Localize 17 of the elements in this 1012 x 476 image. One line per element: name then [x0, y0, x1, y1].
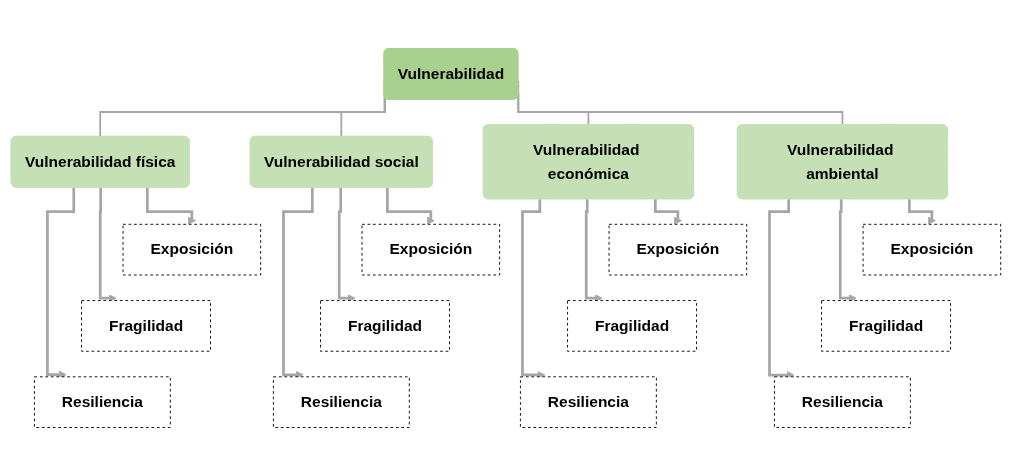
node-box: Resiliencia — [774, 376, 911, 428]
node-box: Fragilidad — [320, 300, 450, 352]
node-box: Exposición — [862, 223, 1002, 276]
node-box: Resiliencia — [519, 376, 657, 428]
node-box: Exposición — [361, 223, 501, 276]
arrow — [653, 199, 682, 225]
node-box: Fragilidad — [81, 300, 211, 352]
arrow — [908, 199, 936, 225]
arrow — [145, 187, 196, 225]
node-box: Resiliencia — [272, 376, 410, 428]
node-box: Exposición — [122, 223, 262, 276]
node-box: Resiliencia — [33, 376, 171, 428]
node-box: Exposición — [608, 223, 748, 276]
node-box: Fragilidad — [821, 300, 951, 352]
arrow — [768, 199, 795, 380]
node-box: Fragilidad — [567, 300, 697, 352]
arrow — [386, 187, 435, 225]
